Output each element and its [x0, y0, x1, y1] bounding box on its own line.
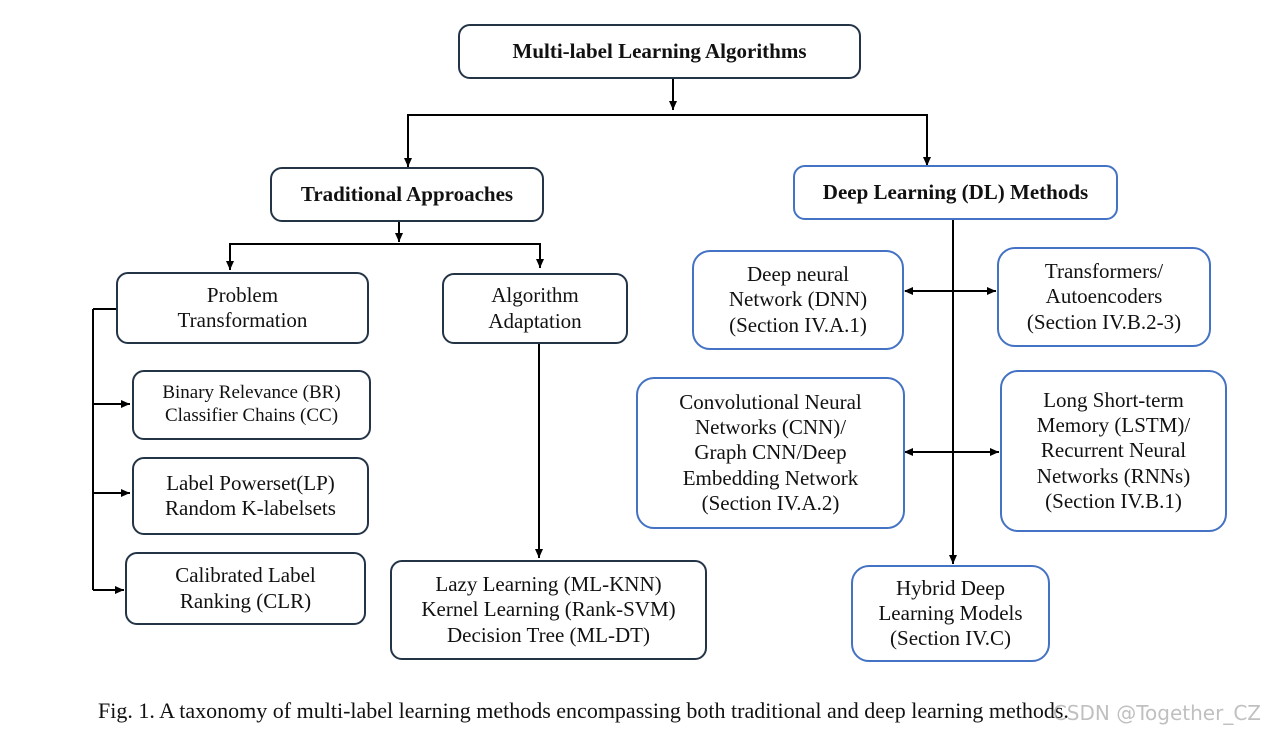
deep-learning-methods-node: Deep Learning (DL) Methods [793, 165, 1118, 220]
lstm-line-2: Memory (LSTM)/ [1036, 413, 1191, 438]
lstm-line-3: Recurrent Neural [1040, 438, 1187, 463]
binary-relevance-line-1: Binary Relevance (BR) [162, 382, 341, 404]
algorithm-adaptation-line-1: Algorithm [491, 283, 579, 308]
traditional-approaches-node: Traditional Approaches [270, 167, 544, 222]
watermark: CSDN @Together_CZ [1052, 701, 1261, 725]
hybrid-line-3: (Section IV.C) [890, 626, 1011, 651]
root-branch-line [407, 114, 931, 166]
lstm-line-1: Long Short-term [1043, 388, 1184, 413]
algorithm-adaptation-node: Algorithm Adaptation [442, 273, 628, 344]
problem-transformation-line-2: Transformation [177, 308, 308, 332]
cnn-line-1: Convolutional Neural [679, 390, 862, 415]
cnn-line-3: Graph CNN/Deep [694, 440, 847, 465]
problem-transformation-line-1: Problem [206, 282, 279, 307]
transformers-line-1: Transformers/ [1044, 259, 1164, 284]
lstm-line-4: Networks (RNNs) [1036, 463, 1191, 488]
binary-relevance-node: Binary Relevance (BR) Classifier Chains … [132, 370, 371, 440]
cnn-line-5: (Section IV.A.2) [701, 490, 840, 515]
lstm-node: Long Short-term Memory (LSTM)/ Recurrent… [1000, 370, 1227, 532]
cnn-node: Convolutional Neural Networks (CNN)/ Gra… [636, 377, 905, 529]
cnn-line-4: Embedding Network [682, 465, 859, 490]
label-powerset-line-1: Label Powerset(LP) [166, 470, 335, 495]
calibrated-label-ranking-line-2: Ranking (CLR) [179, 588, 312, 613]
calibrated-label-ranking-line-1: Calibrated Label [175, 563, 316, 588]
algorithm-adaptation-line-2: Adaptation [488, 308, 582, 333]
root-label: Multi-label Learning Algorithms [512, 38, 807, 63]
problem-transformation-node: Problem Transformation [116, 272, 369, 344]
traditional-branch-line [229, 243, 544, 268]
transformers-line-3: (Section IV.B.2-3) [1026, 309, 1182, 334]
label-powerset-node: Label Powerset(LP) Random K-labelsets [132, 457, 369, 535]
transformers-line-2: Autoencoders [1045, 284, 1163, 309]
hybrid-line-2: Learning Models [878, 600, 1023, 625]
lazy-kernel-tree-line-3: Decision Tree (ML-DT) [447, 622, 650, 647]
figure-caption: Fig. 1. A taxonomy of multi-label learni… [98, 698, 1069, 723]
root-node: Multi-label Learning Algorithms [458, 24, 861, 79]
lstm-line-5: (Section IV.B.1) [1045, 488, 1182, 513]
calibrated-label-ranking-node: Calibrated Label Ranking (CLR) [125, 552, 366, 625]
hybrid-node: Hybrid Deep Learning Models (Section IV.… [851, 565, 1050, 662]
lazy-kernel-tree-line-2: Kernel Learning (Rank-SVM) [421, 597, 676, 622]
dnn-line-1: Deep neural [746, 262, 850, 287]
deep-learning-methods-label: Deep Learning (DL) Methods [822, 179, 1089, 204]
cnn-line-2: Networks (CNN)/ [694, 415, 847, 440]
lazy-kernel-tree-node: Lazy Learning (ML-KNN) Kernel Learning (… [390, 560, 707, 660]
dnn-line-3: (Section IV.A.1) [729, 312, 867, 337]
traditional-approaches-label: Traditional Approaches [300, 181, 514, 206]
lazy-kernel-tree-line-1: Lazy Learning (ML-KNN) [435, 572, 662, 597]
hybrid-line-1: Hybrid Deep [895, 575, 1006, 600]
dnn-node: Deep neural Network (DNN) (Section IV.A.… [692, 250, 904, 350]
binary-relevance-line-2: Classifier Chains (CC) [164, 405, 339, 426]
dnn-line-2: Network (DNN) [728, 287, 868, 312]
label-powerset-line-2: Random K-labelsets [165, 496, 336, 520]
transformers-node: Transformers/ Autoencoders (Section IV.B… [997, 247, 1211, 347]
